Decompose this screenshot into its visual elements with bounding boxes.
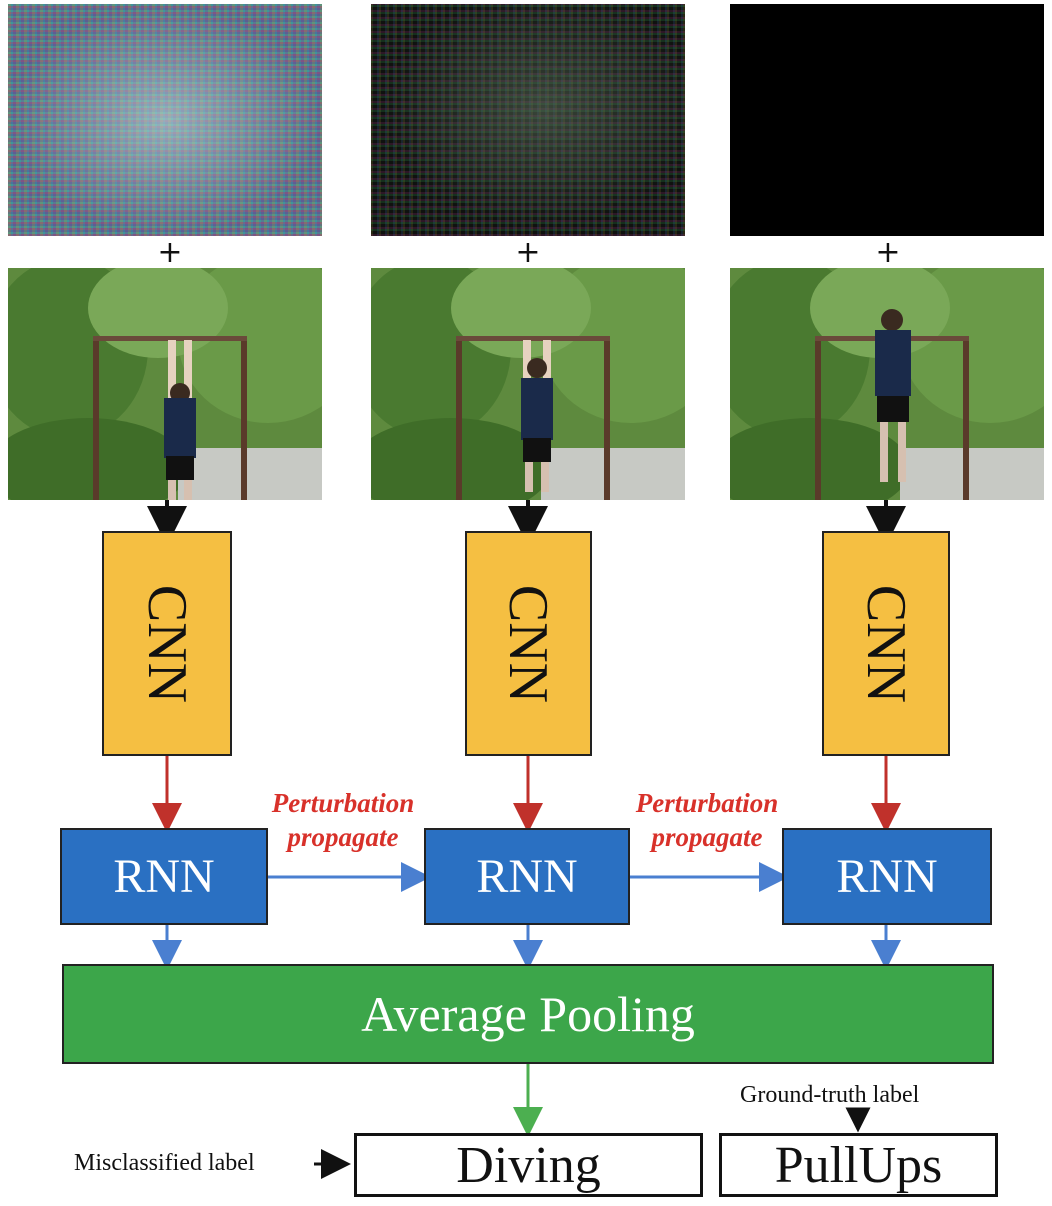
average-pooling-block: Average Pooling xyxy=(62,964,994,1064)
rnn-block-3: RNN xyxy=(782,828,992,925)
video-frame-2 xyxy=(371,268,685,500)
perturbation-propagate-label-1: Perturbation propagate xyxy=(248,786,438,854)
cnn-label: CNN xyxy=(854,584,917,703)
video-frame-3 xyxy=(730,268,1044,500)
predicted-label: Diving xyxy=(456,1136,601,1194)
misclassified-caption: Misclassified label xyxy=(74,1150,255,1176)
average-pooling-label: Average Pooling xyxy=(361,986,695,1042)
ground-truth-caption: Ground-truth label xyxy=(740,1082,920,1108)
ground-truth-label: PullUps xyxy=(774,1136,943,1194)
plus-sign: + xyxy=(515,235,541,270)
perturbation-noise-image-2 xyxy=(371,4,685,236)
perturbation-noise-image-1 xyxy=(8,4,322,236)
cnn-label: CNN xyxy=(135,584,198,703)
cnn-block-3: CNN xyxy=(822,531,950,756)
rnn-block-2: RNN xyxy=(424,828,630,925)
predicted-label-box: Diving xyxy=(354,1133,703,1197)
perturbation-line1: Perturbation xyxy=(271,788,415,818)
rnn-label: RNN xyxy=(836,850,938,903)
rnn-block-1: RNN xyxy=(60,828,268,925)
perturbation-line1: Perturbation xyxy=(635,788,779,818)
perturbation-noise-image-3 xyxy=(730,4,1044,236)
plus-sign: + xyxy=(157,235,183,270)
cnn-block-1: CNN xyxy=(102,531,232,756)
perturbation-line2: propagate xyxy=(651,822,763,852)
ground-truth-label-box: PullUps xyxy=(719,1133,998,1197)
cnn-block-2: CNN xyxy=(465,531,592,756)
perturbation-line2: propagate xyxy=(287,822,399,852)
cnn-label: CNN xyxy=(497,584,560,703)
rnn-label: RNN xyxy=(113,850,215,903)
video-frame-1 xyxy=(8,268,322,500)
plus-sign: + xyxy=(875,235,901,270)
rnn-label: RNN xyxy=(476,850,578,903)
perturbation-propagate-label-2: Perturbation propagate xyxy=(612,786,802,854)
